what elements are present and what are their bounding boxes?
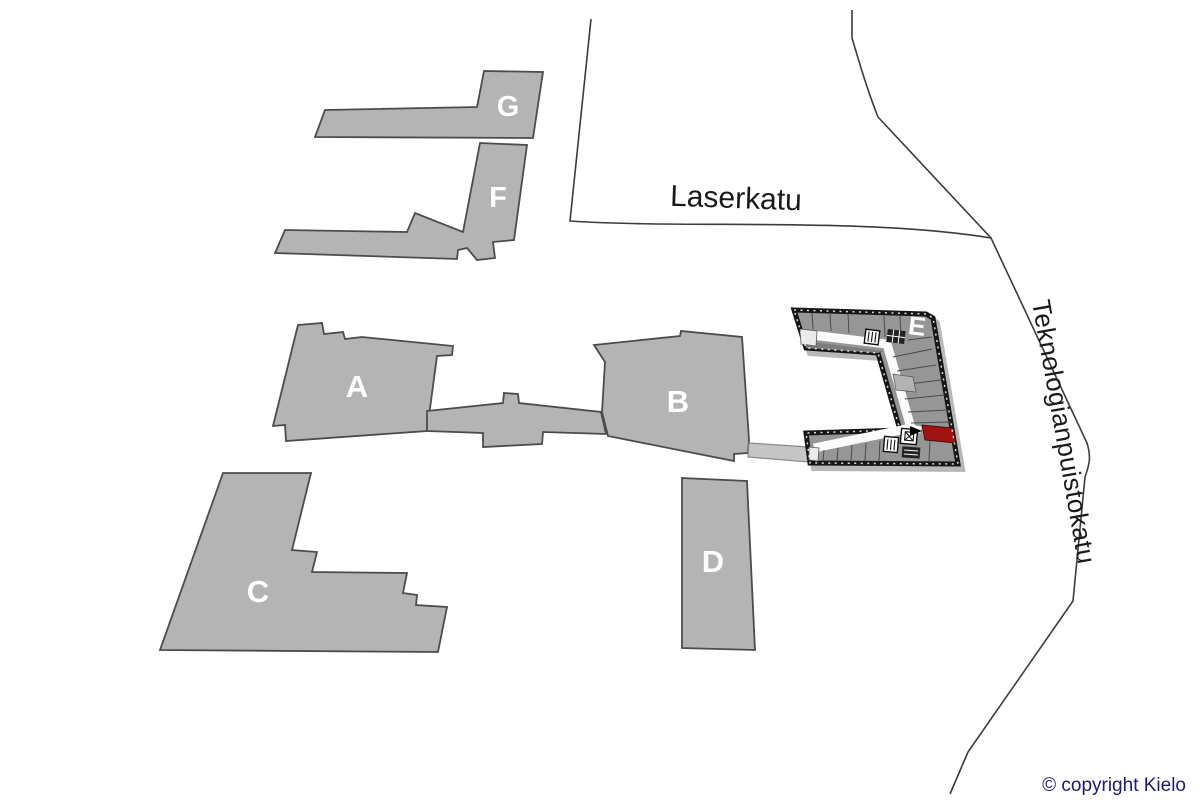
window-grid-block	[886, 328, 906, 345]
room-dividers-right-wing	[892, 336, 952, 462]
roads	[569, 10, 1091, 795]
building-c-label: C	[247, 574, 269, 609]
building-a-label: A	[346, 369, 368, 404]
buildings	[158, 70, 810, 653]
building-b-label: B	[667, 384, 689, 419]
building-f-shape[interactable]	[273, 142, 529, 261]
highlighted-room[interactable]	[921, 424, 957, 444]
room-dividers-top-wing	[811, 312, 902, 339]
building-c-shape[interactable]	[158, 472, 449, 653]
room-dividers-bottom-wing	[822, 440, 881, 462]
service-block	[901, 446, 921, 459]
room-light-bottom-left	[808, 446, 820, 462]
floorplan-inner-rooms	[805, 341, 884, 353]
building-e-floorplan[interactable]: E	[790, 307, 966, 473]
building-d-shape[interactable]	[681, 477, 756, 651]
stairs-icon	[882, 435, 900, 454]
stairs-icon	[863, 328, 881, 346]
street-label-laserkatu: Laserkatu	[670, 180, 803, 218]
copyright-text: © copyright Kielo	[1042, 775, 1186, 796]
building-d-label: D	[702, 544, 724, 579]
building-g-label: G	[497, 91, 520, 123]
window-ticks	[792, 309, 959, 465]
building-g-shape[interactable]	[313, 70, 545, 139]
room-light-top-left	[799, 328, 818, 347]
corridor-b-e	[747, 442, 810, 463]
building-f-label: F	[489, 182, 507, 214]
street-label-teknologianpuistokatu: Teknologianpuistokatu	[1026, 297, 1102, 566]
building-labels: A B C D F G	[247, 91, 724, 609]
building-b-shape[interactable]	[592, 330, 750, 463]
entrance-arrow-icon	[910, 426, 922, 436]
building-a-shape[interactable]	[271, 322, 454, 442]
road-laserkatu	[569, 18, 992, 239]
corridor-a-b	[426, 392, 608, 448]
room-light-mid-column	[892, 373, 917, 393]
building-e-label: E	[907, 310, 928, 342]
road-teknologianpuistokatu	[851, 10, 1091, 795]
